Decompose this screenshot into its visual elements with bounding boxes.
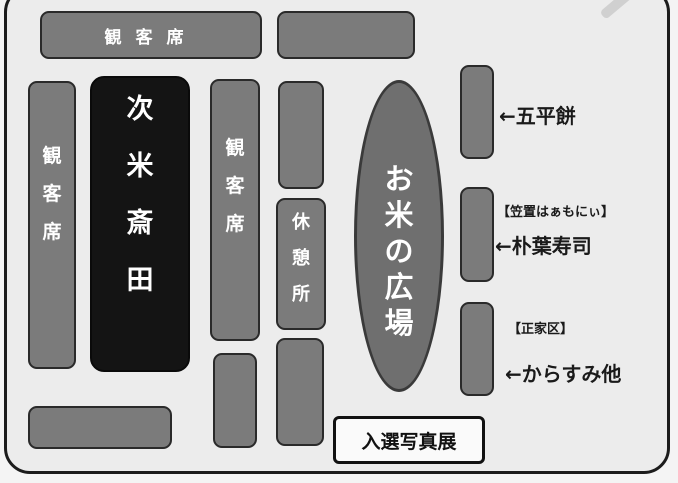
photo-exhibit-label: 入選写真展 [361,430,457,453]
seating-top-label: 観客席 [104,27,198,48]
booth-lower-b [276,338,324,446]
seating-mid: 観 客 席 [210,79,260,341]
featured-stall-char: 斎 [126,208,154,239]
featured-stall-char: 田 [126,265,154,296]
rest-area: 休 憩 所 [276,198,326,330]
photo-exhibit: 入選写真展 [333,416,485,464]
seating-left-char: 客 [42,183,62,205]
rice-plaza: お 米 の 広 場 [354,80,444,392]
booth-lower-a [213,353,257,448]
featured-stall-char: 次 [126,94,154,125]
vendor-name: からすみ他 [521,362,622,386]
rice-plaza-char: 広 [384,270,414,304]
vendor-booth-2 [460,187,494,282]
vendor-area-2: 【笠置はぁもにぃ】 [497,205,615,220]
seating-left: 観 客 席 [28,81,76,369]
vendor-area-3: 【正家区】 [508,322,574,337]
vendor-name: 朴葉寿司 [511,234,592,258]
seating-left-char: 席 [42,221,62,243]
rest-area-char: 所 [292,284,310,305]
left-arrow-icon: ← [505,362,522,386]
stall-top-right [277,11,415,59]
seating-mid-char: 客 [225,175,245,197]
featured-stall: 次 米 斎 田 [90,76,190,372]
seating-mid-char: 観 [225,137,245,159]
rice-plaza-char: の [384,234,414,268]
rice-plaza-char: 場 [384,306,414,340]
vendor-label-3: ←からすみ他 [505,358,621,387]
seating-top: 観客席 [40,11,262,59]
featured-stall-char: 米 [126,151,154,182]
vendor-booth-3 [460,302,494,396]
booth-upper [278,81,324,189]
rice-plaza-char: 米 [384,198,414,232]
left-arrow-icon: ← [499,104,516,128]
left-arrow-icon: ← [495,234,512,258]
rice-plaza-char: お [384,162,414,196]
rest-area-char: 憩 [292,248,310,269]
rest-area-char: 休 [292,212,310,233]
vendor-name: 五平餅 [515,104,576,128]
vendor-label-2: ←朴葉寿司 [495,230,592,259]
seating-left-char: 観 [42,145,62,167]
seating-mid-char: 席 [225,213,245,235]
vendor-booth-1 [460,65,494,159]
booth-bottom-left [28,406,172,449]
vendor-label-1: ←五平餅 [499,100,576,129]
